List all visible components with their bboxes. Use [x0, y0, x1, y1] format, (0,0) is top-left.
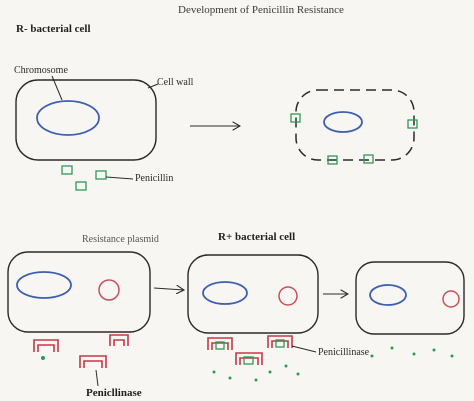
cell-wall: [15, 79, 157, 161]
page-title: Development of Penicillin Resistance: [178, 4, 344, 16]
penicillin-molecule: [290, 113, 301, 123]
chromosome: [369, 284, 407, 306]
penicillinase-enzyme: [235, 352, 263, 365]
r-minus-heading: R- bacterial cell: [16, 23, 91, 35]
damaged-cell: [295, 89, 415, 161]
penicillin-label: Penicillin: [135, 173, 174, 184]
cell-wall: [355, 261, 465, 335]
resistance-plasmid-label: Resistance plasmid: [82, 234, 159, 245]
penicillin-molecule: [75, 181, 87, 191]
resistance-plasmid: [278, 286, 298, 306]
transition-arrow: [153, 288, 184, 290]
penicillinase-mid-pointer-line: [291, 345, 317, 353]
r-plus-cell-2: [187, 254, 319, 334]
penicillin-molecule: [275, 339, 285, 348]
chromosome-label: Chromosome: [14, 65, 68, 76]
cell-wall-pointer-line: [147, 83, 159, 89]
r-plus-cell-3: [355, 261, 465, 335]
penicillin-molecule: [327, 155, 338, 165]
resistance-plasmid: [98, 279, 120, 301]
penicillin-molecule: [243, 356, 254, 365]
penicillinase-enzyme: [207, 337, 233, 350]
chromosome: [16, 271, 72, 299]
chromosome: [202, 281, 248, 305]
penicillin-molecule: [363, 154, 374, 164]
chromosome-pointer-line: [51, 75, 63, 101]
cell-wall-damaged: [295, 89, 415, 161]
penicillin-pointer-line: [105, 176, 134, 180]
penicillin-molecule: [61, 165, 73, 175]
penicillin-molecule: [215, 341, 225, 350]
cell-wall: [187, 254, 319, 334]
chromosome: [36, 100, 100, 136]
penicillinase-enzyme: [79, 355, 107, 368]
penicillinase-enzyme: [267, 335, 293, 348]
penicillin-molecule: [95, 170, 107, 180]
penicillinase-enzyme: [33, 339, 59, 352]
cell-wall: [7, 251, 151, 333]
penicillinase-group-2: [207, 335, 293, 365]
resistance-plasmid: [442, 290, 460, 308]
chromosome: [323, 111, 363, 133]
degraded-penicillin-dots: [212, 346, 454, 382]
penicillin-group-outside: [61, 165, 107, 191]
penicillin-bound-group: [215, 339, 285, 365]
penicillin-particle: [41, 356, 45, 360]
penicillinase-label-mid: Penicillinase: [318, 347, 370, 358]
penicillinase-group-1: [33, 334, 129, 368]
penicillinase-pointer-line: [95, 369, 99, 387]
penicillinase-label-bottom: Penicllinase: [86, 387, 142, 399]
r-minus-cell: [15, 79, 157, 161]
penicillin-group-bound: [290, 113, 418, 165]
r-plus-heading: R+ bacterial cell: [218, 231, 296, 243]
penicillin-molecule: [407, 119, 418, 129]
cell-wall-label: Cell wall: [157, 77, 194, 88]
penicillinase-enzyme: [109, 334, 129, 346]
r-plus-cell-1: [7, 251, 151, 333]
